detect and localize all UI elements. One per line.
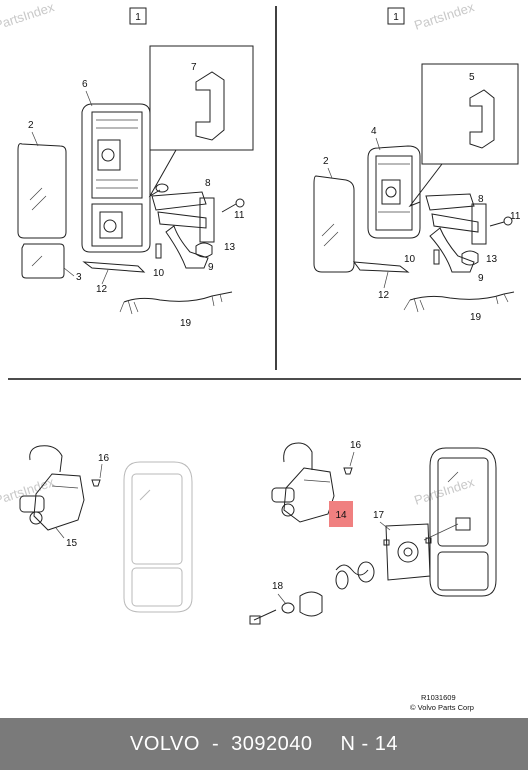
reference-copyright: © Volvo Parts Corp — [410, 703, 474, 712]
part-label-2: 2 — [28, 120, 34, 131]
part-18-gear — [299, 591, 323, 617]
part-14-motor — [283, 467, 335, 523]
part-label-13: 13 — [224, 242, 236, 253]
part-label-9: 9 — [478, 273, 484, 284]
part-11-bolt — [489, 221, 505, 227]
part-label-11: 11 — [510, 211, 521, 222]
detail-callout-box — [421, 63, 519, 165]
part-label-19: 19 — [470, 312, 482, 323]
callout-pointer — [408, 163, 443, 208]
part-5-cover — [469, 89, 495, 149]
footer-part-number: 3092040 — [231, 732, 313, 755]
part-9-bracket — [165, 225, 209, 269]
spring — [335, 564, 369, 576]
watermark: PartsIndex — [0, 0, 57, 33]
part-2-mirror-glass — [313, 175, 355, 273]
part-label-2: 2 — [323, 156, 329, 167]
part-label-4: 4 — [371, 126, 377, 137]
detail-callout-box — [149, 45, 254, 151]
part-3-small-glass — [21, 243, 65, 279]
housing-lower-frame — [91, 203, 143, 247]
part-label-8: 8 — [478, 194, 484, 205]
part-12-strip — [352, 261, 410, 273]
part-10-screw — [433, 249, 440, 265]
part-11-bolt — [221, 203, 237, 213]
part-label-11: 11 — [234, 210, 245, 221]
part-label-6: 6 — [82, 79, 88, 90]
part-19-cable — [123, 291, 233, 303]
part-10-screw — [155, 243, 162, 259]
part-label-15: 15 — [66, 538, 78, 549]
part-8-arm — [151, 191, 207, 211]
part-14-highlight[interactable] — [329, 501, 353, 527]
part-label-18: 18 — [272, 581, 284, 592]
part-label-19: 19 — [180, 318, 192, 329]
panel-bottom-right: 14 16 17 18 R1031609 © Volvo Parts Corp — [249, 440, 497, 712]
footer-separator: - — [211, 732, 220, 755]
part-6-housing — [81, 103, 151, 253]
watermark: PartsIndex — [412, 474, 476, 508]
part-label-10: 10 — [404, 254, 416, 265]
part-13-cap — [195, 242, 213, 258]
part-12-strip — [82, 261, 146, 273]
motor-wire — [29, 445, 63, 473]
footer-brand: VOLVO — [130, 732, 200, 755]
part-label-5: 5 — [469, 72, 475, 83]
panel-top-left: 1 7 2 3 6 8 9 — [17, 7, 254, 329]
watermark: PartsIndex — [412, 0, 476, 33]
part-16-screw — [91, 479, 101, 487]
part-label-16: 16 — [350, 440, 362, 451]
variant-box — [129, 7, 147, 25]
part-label-3: 3 — [76, 272, 82, 283]
variant-box-label: 1 — [393, 12, 399, 23]
panel-top-right: 1 5 2 4 8 9 10 11 13 — [313, 7, 521, 323]
part-label-13: 13 — [486, 254, 498, 265]
mirror-housing — [429, 447, 497, 597]
part-label-10: 10 — [153, 268, 165, 279]
part-label-7: 7 — [191, 62, 197, 73]
faded-mirror-housing — [123, 461, 193, 613]
part-15-motor — [33, 473, 85, 531]
part-8-arm — [425, 193, 475, 211]
part-2-mirror-glass — [17, 143, 67, 239]
part-label-16: 16 — [98, 453, 110, 464]
part-label-14[interactable]: 14 — [335, 510, 347, 521]
panel-bottom-left: 15 16 — [19, 445, 193, 613]
parts-diagram: PartsIndex PartsIndex PartsIndex PartsIn… — [0, 0, 521, 712]
housing-upper-frame — [91, 111, 143, 199]
footer-bar: VOLVO - 3092040 N - 14 — [0, 718, 528, 770]
part-label-12: 12 — [378, 290, 390, 301]
part-label-9: 9 — [208, 262, 214, 273]
motor-wire — [283, 442, 313, 470]
part-16-screw — [343, 467, 353, 475]
variant-box-label: 1 — [135, 12, 141, 23]
part-13-cap — [461, 250, 479, 266]
part-label-12: 12 — [96, 284, 108, 295]
variant-box — [387, 7, 405, 25]
part-9-bracket — [429, 227, 475, 273]
part-19-cable — [409, 291, 515, 301]
part-label-17: 17 — [373, 510, 385, 521]
part-4-housing — [367, 145, 421, 239]
part-17-plate — [385, 523, 431, 581]
part-7-cover — [195, 71, 225, 141]
callout-pointer — [148, 149, 177, 198]
footer-page: N - 14 — [340, 732, 398, 755]
reference-code: R1031609 — [421, 693, 456, 702]
part-label-8: 8 — [205, 178, 211, 189]
